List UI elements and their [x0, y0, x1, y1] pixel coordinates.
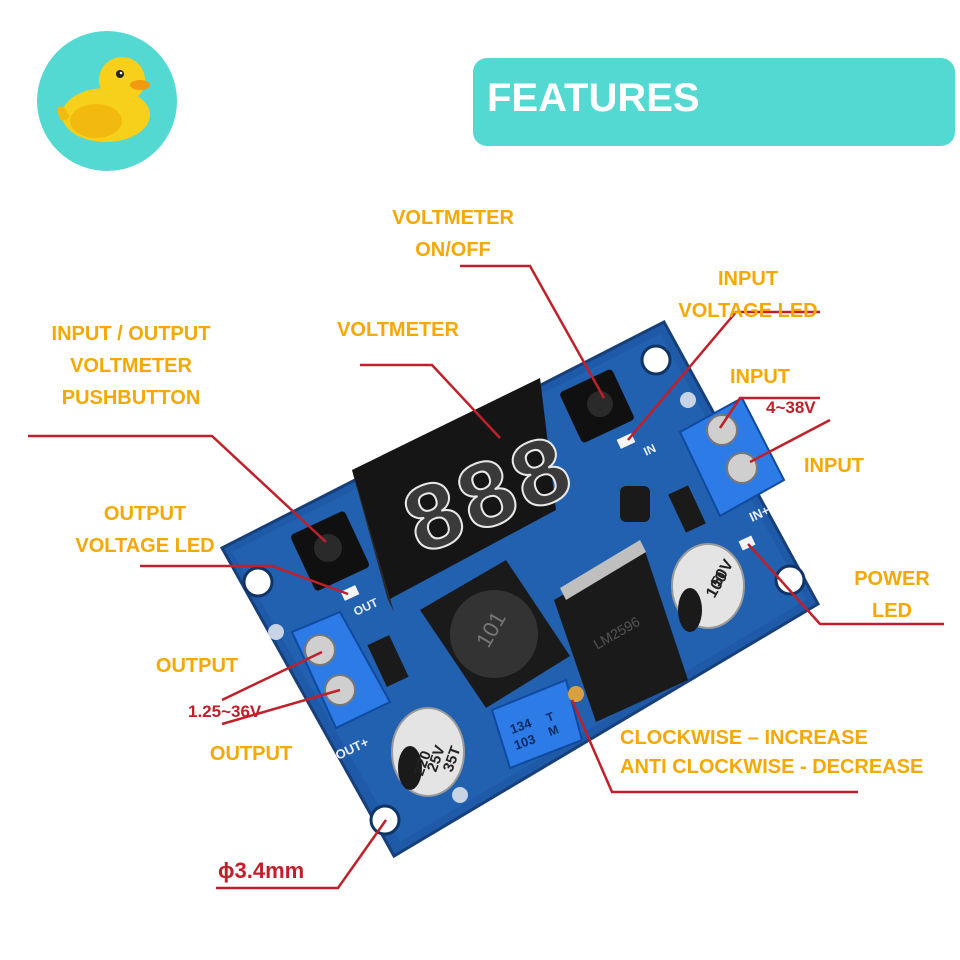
- features-banner: FEATURES: [473, 58, 955, 146]
- label-voltmeter: VOLTMETER: [337, 319, 459, 341]
- leader-voltmeter-onoff: [460, 264, 606, 399]
- banner-title: FEATURES: [487, 76, 700, 120]
- leader-voltmeter: [360, 363, 501, 439]
- silk-led-in: IN: [641, 441, 658, 459]
- label-output-voltage-led: OUTPUT VOLTAGE LED: [75, 503, 215, 557]
- regulator-ic: LM2596: [554, 540, 688, 722]
- label-input-range: 4~38V: [766, 398, 816, 417]
- pot-marking-d: M: [546, 722, 560, 739]
- label-voltmeter-onoff: VOLTMETER ON/OFF: [392, 207, 514, 261]
- pot-marking-a: 134: [508, 715, 534, 737]
- label-input-bottom: INPUT: [804, 455, 864, 477]
- leader-power-led: [747, 543, 944, 626]
- leader-io-pushbutton: [28, 434, 327, 543]
- inductor: 101: [420, 560, 570, 708]
- pot-marking-b: 103: [512, 731, 538, 753]
- duck-icon: [57, 57, 150, 142]
- leader-lines: [28, 264, 944, 890]
- leader-input-bottom: [749, 418, 831, 464]
- label-output-top: OUTPUT: [155, 655, 239, 677]
- leader-input-voltage-led: [627, 310, 820, 441]
- transistor: [620, 486, 650, 522]
- mounting-hole: [774, 564, 806, 596]
- mounting-hole: [452, 787, 468, 803]
- leader-hole-size: [216, 819, 388, 890]
- mounting-hole: [242, 566, 274, 598]
- input-terminal: [678, 396, 786, 518]
- leader-output-voltage-led: [140, 564, 349, 596]
- logo: [37, 31, 177, 171]
- leader-output-bottom: [221, 688, 341, 726]
- mounting-hole: [640, 344, 672, 376]
- label-input-voltage-led: INPUT VOLTAGE LED: [678, 268, 818, 322]
- io-pushbutton: [291, 511, 369, 591]
- leader-potentiometer: [570, 699, 858, 794]
- mounting-hole: [680, 392, 696, 408]
- diode: [367, 635, 409, 687]
- label-power-led: POWER LED: [854, 568, 930, 622]
- label-output-bottom: OUTPUT: [209, 743, 293, 765]
- label-input-top: INPUT: [730, 366, 790, 388]
- diode: [668, 485, 706, 533]
- output-voltage-led: [340, 585, 360, 601]
- power-led: [738, 535, 756, 551]
- mounting-hole: [268, 624, 284, 640]
- label-output-range: 1.25~36V: [188, 702, 262, 721]
- leader-input-top: [718, 396, 820, 429]
- potentiometer: 134 103 T M: [490, 678, 584, 770]
- label-hole-size: ϕ3.4mm: [218, 858, 305, 883]
- label-potentiometer: CLOCKWISE – INCREASE ANTI CLOCKWISE - DE…: [620, 727, 924, 778]
- label-io-pushbutton: INPUT / OUTPUT VOLTMETER PUSHBUTTON: [51, 323, 211, 409]
- leader-output-top: [221, 650, 323, 702]
- voltmeter-onoff-button: [560, 369, 634, 443]
- output-capacitor: 220 25V 35T: [391, 707, 465, 797]
- input-capacitor: 100 50V: [671, 543, 745, 632]
